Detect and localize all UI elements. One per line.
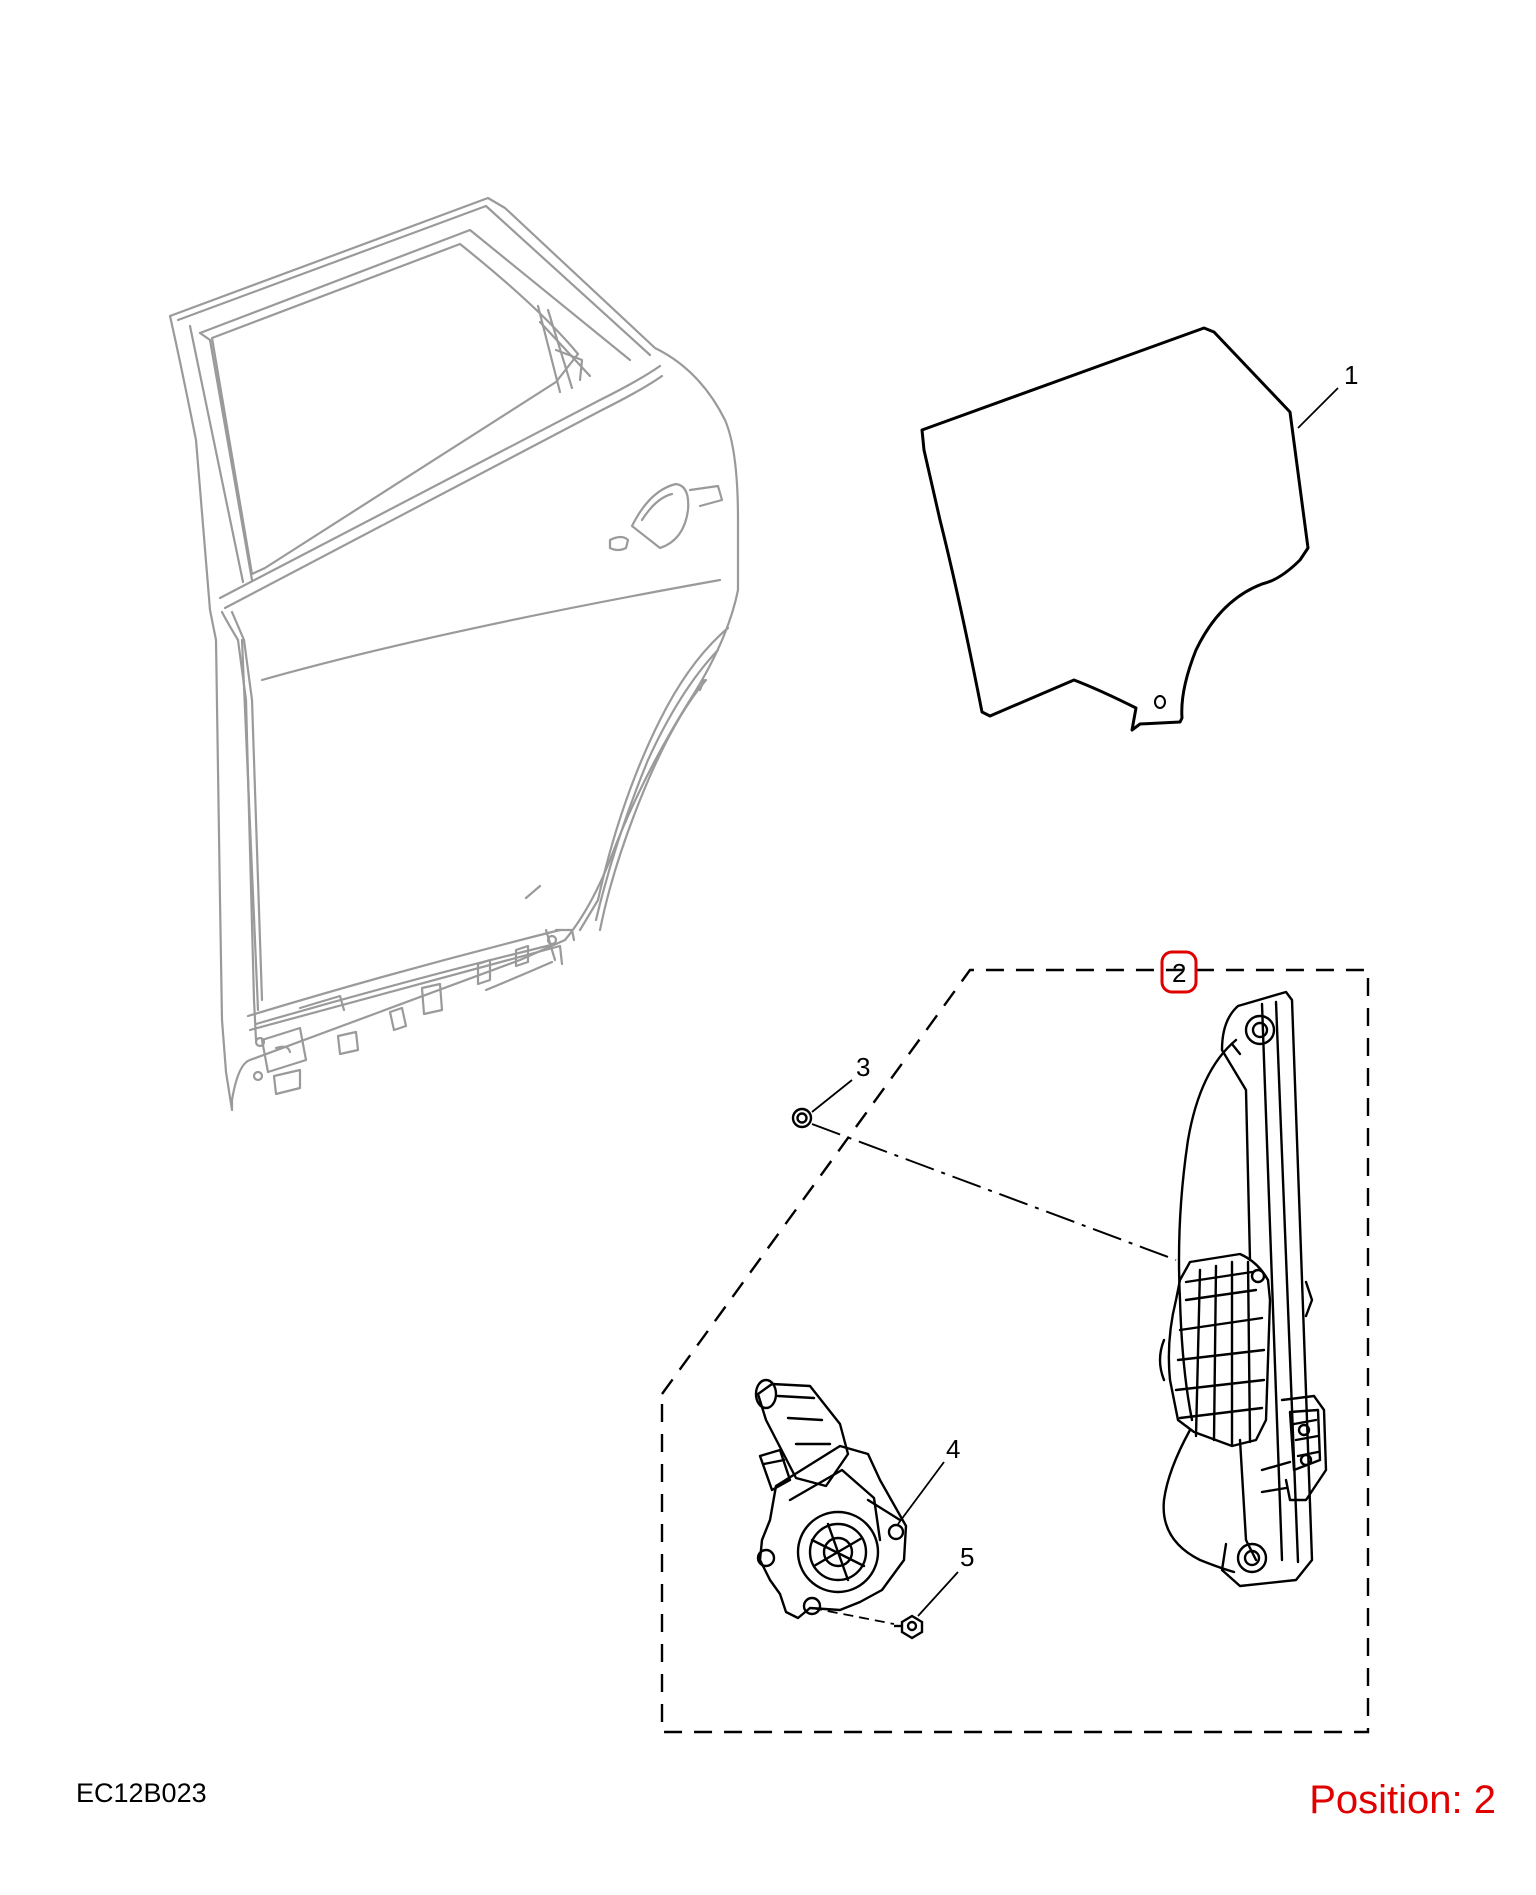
callout-5: 5 [960,1542,974,1572]
nut-alignment-line [811,1123,1177,1261]
callout-1: 1 [1344,360,1358,390]
position-value: 2 [1473,1778,1496,1822]
callout-3: 3 [856,1052,870,1082]
leader-lines [811,387,1339,1617]
svg-text:2: 2 [1172,958,1186,988]
bolt [894,1614,924,1640]
nut [791,1107,813,1129]
svg-text:5: 5 [960,1542,974,1572]
svg-text:1: 1 [1344,360,1358,390]
svg-text:4: 4 [946,1434,960,1464]
callout-4: 4 [946,1434,960,1464]
position-label: Position: 2 [1309,1778,1496,1823]
rear-door-shell [168,196,740,1112]
assembly-boundary [660,968,1370,1734]
window-motor [754,1378,908,1620]
bolt-alignment-line [811,1607,895,1625]
svg-text:3: 3 [856,1052,870,1082]
position-prefix: Position: [1309,1778,1463,1822]
callout-2-highlight [1160,950,1198,994]
callout-2[interactable]: 2 [1160,950,1198,994]
door-glass [920,326,1310,732]
window-regulator [1158,990,1328,1588]
drawing-code: EC12B023 [76,1778,207,1808]
